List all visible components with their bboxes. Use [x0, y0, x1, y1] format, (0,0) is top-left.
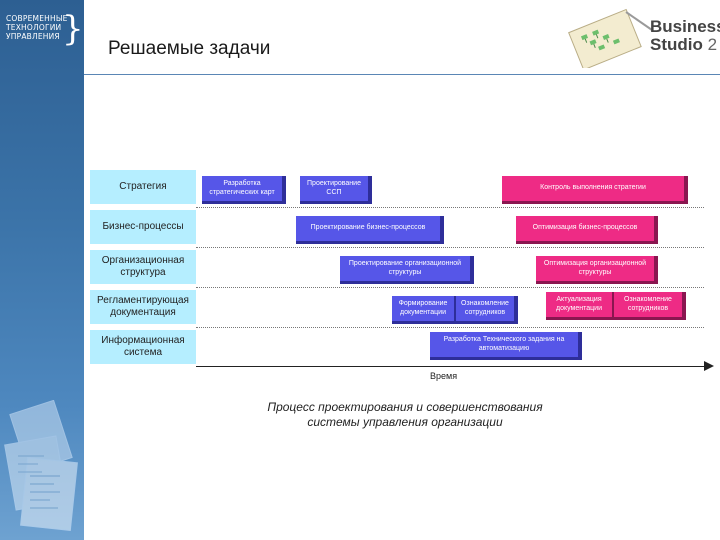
company-logo: СОВРЕМЕННЫЕ ТЕХНОЛОГИИ УПРАВЛЕНИЯ — [6, 14, 78, 41]
row-label-org-structure: Организационная структура — [90, 250, 196, 284]
header-divider — [84, 74, 720, 75]
logo-line-1: СОВРЕМЕННЫЕ — [6, 14, 68, 23]
row-label-regulatory-docs: Регламентирующая документация — [90, 290, 196, 324]
row-divider — [196, 207, 704, 208]
brand-version: 2 — [707, 35, 718, 54]
logo-line-2: ТЕХНОЛОГИИ — [6, 23, 62, 32]
bar-strategic-maps: Разработка стратегических карт — [202, 176, 286, 204]
caption-line-1: Процесс проектирования и совершенствован… — [267, 400, 543, 414]
bar-org-optimization: Оптимизация организационной структуры — [536, 256, 658, 284]
row-label-business-processes: Бизнес-процессы — [90, 210, 196, 244]
row-label-strategy: Стратегия — [90, 170, 196, 204]
time-axis-arrow-icon — [704, 361, 714, 371]
bar-bsc-design: Проектирование ССП — [300, 176, 372, 204]
process-timeline-diagram: Стратегия Бизнес-процессы Организационна… — [84, 160, 720, 390]
bar-staff-familiarization-2: Ознакомление сотрудников — [614, 292, 686, 320]
time-axis — [196, 366, 708, 367]
row-label-information-system: Информационная система — [90, 330, 196, 364]
business-studio-logo-icon — [568, 8, 653, 68]
documents-illustration-icon — [4, 400, 78, 531]
time-axis-label: Время — [430, 371, 458, 381]
bar-bp-optimization: Оптимизация бизнес-процессов — [516, 216, 658, 244]
logo-line-3: УПРАВЛЕНИЯ — [6, 32, 60, 41]
bar-tech-spec: Разработка Технического задания на автом… — [430, 332, 582, 360]
business-studio-wordmark: Business Studio 2 — [650, 18, 720, 54]
row-divider — [196, 247, 704, 248]
diagram-caption: Процесс проектирования и совершенствован… — [200, 400, 610, 430]
page-title: Решаемые задачи — [108, 38, 271, 59]
left-sidebar: СОВРЕМЕННЫЕ ТЕХНОЛОГИИ УПРАВЛЕНИЯ } — [0, 0, 84, 540]
bar-org-design: Проектирование организационной структуры — [340, 256, 474, 284]
bar-docs-update: Актуализация документации — [546, 292, 616, 320]
brand-line-1: Business — [650, 17, 720, 36]
row-divider — [196, 287, 704, 288]
bar-staff-familiarization: Ознакомление сотрудников — [456, 296, 518, 324]
brand-line-2: Studio — [650, 35, 703, 54]
caption-line-2: системы управления организации — [307, 415, 503, 429]
bar-docs-formation: Формирование документации — [392, 296, 458, 324]
row-divider — [196, 327, 704, 328]
bar-bp-design: Проектирование бизнес-процессов — [296, 216, 444, 244]
logo-brace-icon: } — [62, 9, 84, 49]
bar-strategy-control: Контроль выполнения стратегии — [502, 176, 688, 204]
